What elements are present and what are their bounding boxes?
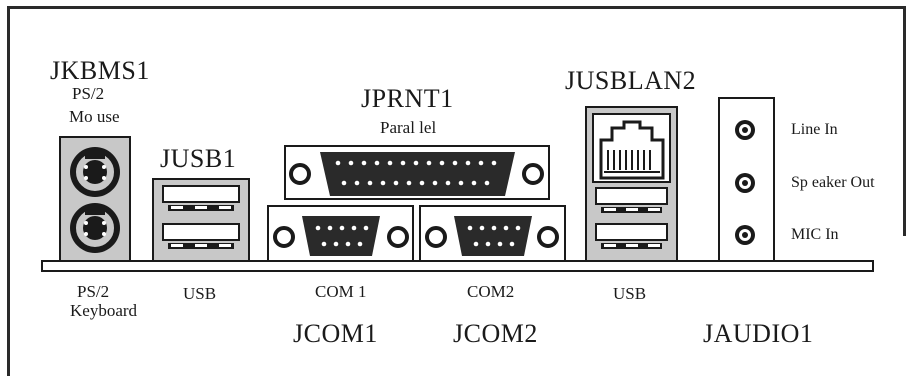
- jkbms1-label: JKBMS1: [50, 56, 150, 85]
- parallel-label: Paral lel: [380, 118, 437, 137]
- jcom1-label: JCOM1: [293, 319, 378, 348]
- jusblan2-label: JUSBLAN2: [565, 66, 697, 95]
- ps2-mouse-port: [70, 147, 120, 197]
- ps2-mouse-label-line2: Mo use: [69, 107, 120, 126]
- jcom2-label: JCOM2: [453, 319, 538, 348]
- mic-in-jack: [735, 225, 755, 245]
- line-in-jack: [735, 120, 755, 140]
- jusb1-label: JUSB1: [160, 144, 237, 173]
- diagram-frame-right: [903, 6, 906, 236]
- audio-jacks: [718, 97, 775, 262]
- mic-in-label: MIC In: [791, 226, 839, 243]
- rj45-jack: [592, 113, 671, 183]
- parallel-port: [284, 145, 550, 200]
- usb-left-port: [152, 178, 250, 262]
- com1-port: [267, 205, 414, 262]
- com2-label: COM2: [467, 282, 515, 301]
- jaudio1-label: JAUDIO1: [703, 319, 814, 348]
- speaker-out-label: Sp eaker Out: [791, 174, 875, 191]
- usb-right-label: USB: [613, 284, 647, 303]
- usb-left-label: USB: [183, 284, 217, 303]
- ps2-mouse-label-line1: PS/2: [72, 84, 105, 103]
- com1-label: COM 1: [315, 282, 367, 301]
- panel-baseline: [41, 260, 874, 272]
- ps2-keyboard-label-line1: PS/2: [77, 282, 110, 301]
- diagram-frame: [7, 6, 905, 376]
- speaker-out-jack: [735, 173, 755, 193]
- usb-lan-port: [585, 106, 678, 262]
- line-in-label: Line In: [791, 121, 838, 138]
- ps2-ports: [59, 136, 131, 262]
- ps2-keyboard-label-line2: Keyboard: [70, 301, 138, 320]
- ps2-keyboard-port: [70, 203, 120, 253]
- com2-port: [419, 205, 566, 262]
- jprnt1-label: JPRNT1: [361, 84, 454, 113]
